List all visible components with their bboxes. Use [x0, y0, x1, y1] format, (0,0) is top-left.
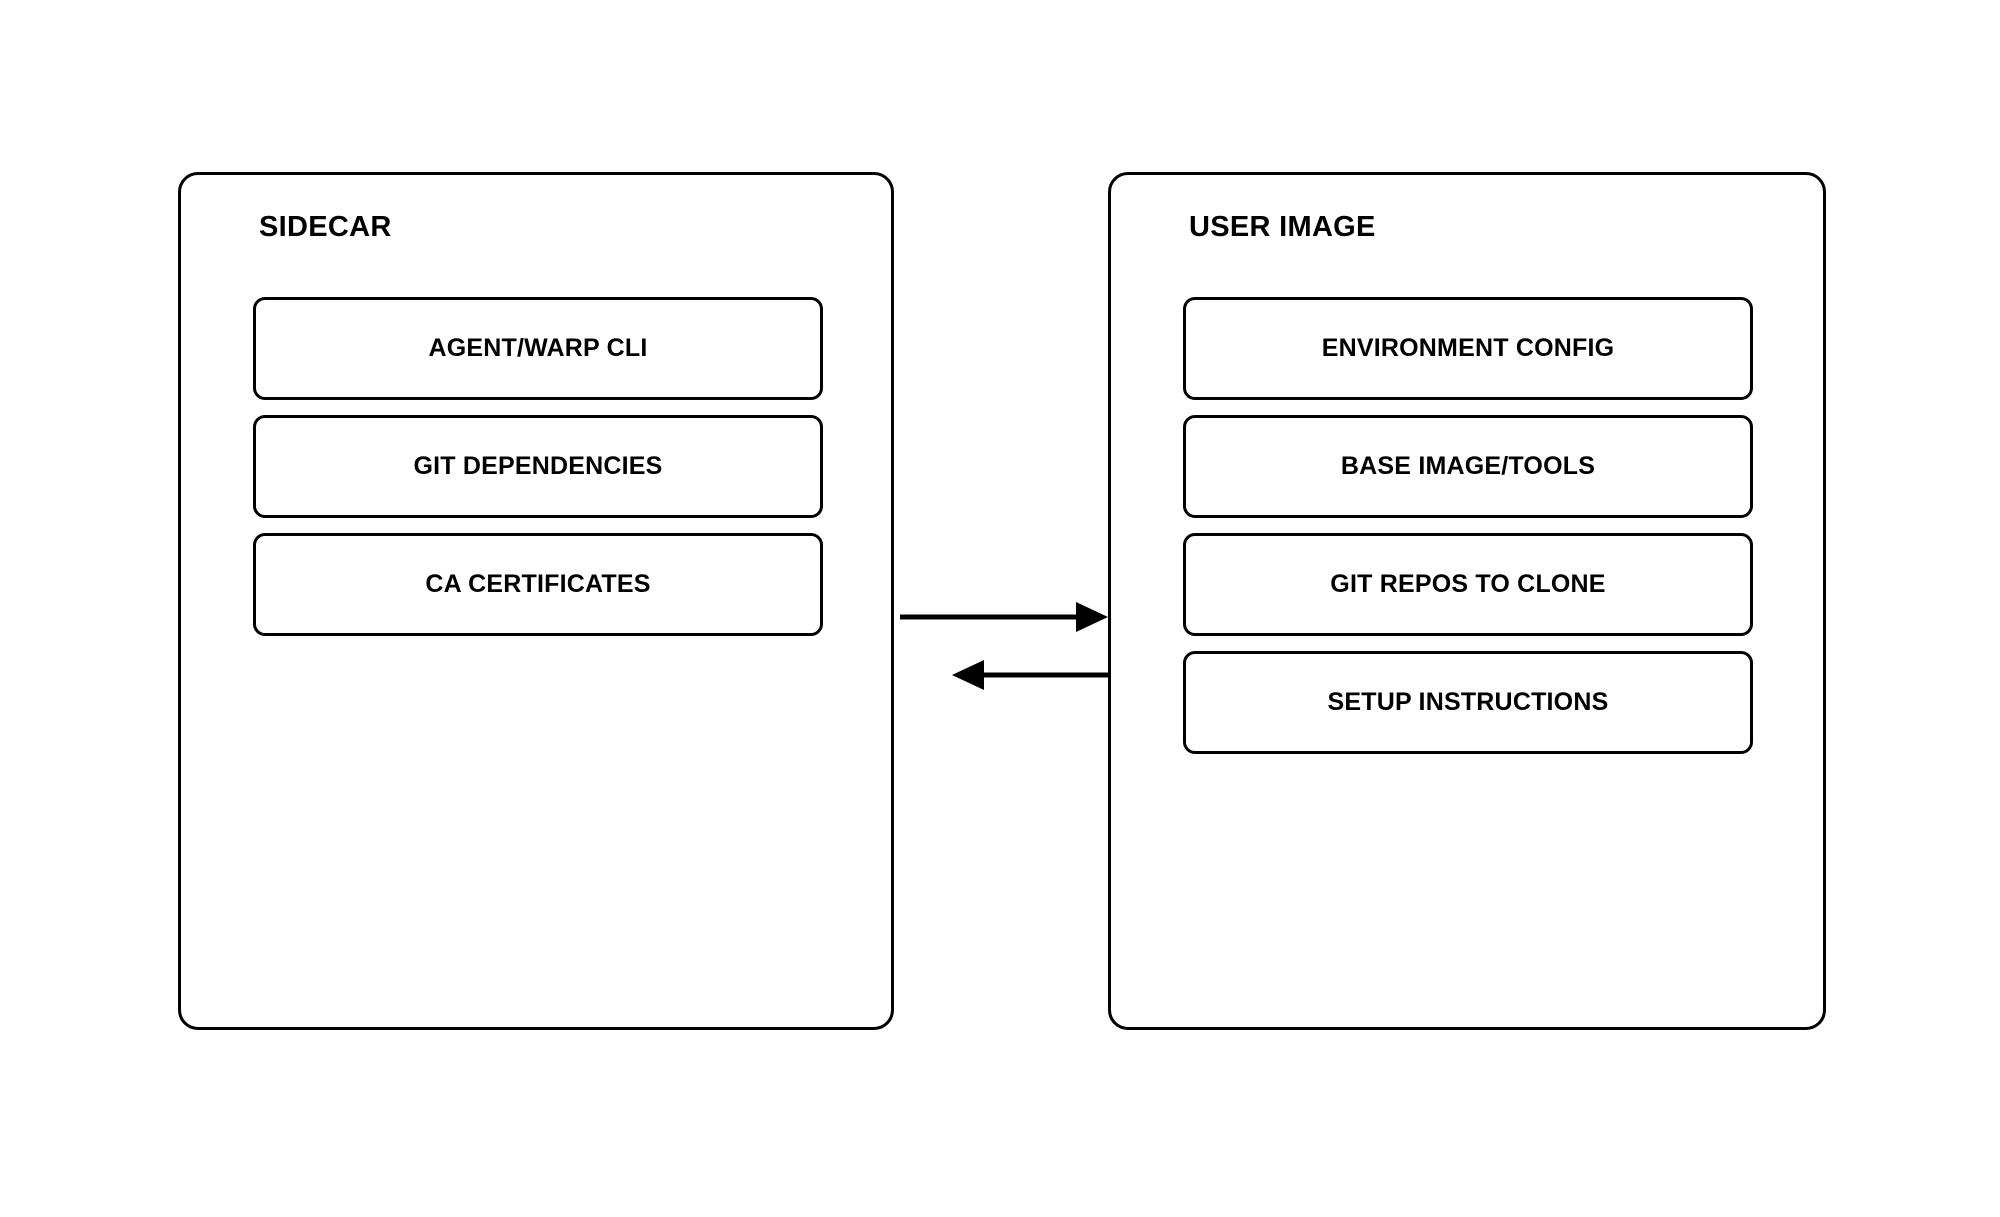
sidecar-box-git-dependencies-label: GIT DEPENDENCIES: [413, 452, 663, 480]
user-image-item-stack: ENVIRONMENT CONFIG BASE IMAGE/TOOLS GIT …: [1183, 297, 1753, 754]
user-image-box-base-image-tools[interactable]: BASE IMAGE/TOOLS: [1183, 415, 1753, 518]
sidecar-item-stack: AGENT/WARP CLI GIT DEPENDENCIES CA CERTI…: [253, 297, 823, 636]
arrow-right-icon: [900, 602, 1108, 632]
sidecar-box-git-dependencies[interactable]: GIT DEPENDENCIES: [253, 415, 823, 518]
user-image-box-git-repos-to-clone-label: GIT REPOS TO CLONE: [1330, 570, 1606, 598]
sidecar-box-ca-certificates[interactable]: CA CERTIFICATES: [253, 533, 823, 636]
sidecar-box-ca-certificates-label: CA CERTIFICATES: [425, 570, 651, 598]
user-image-box-setup-instructions-label: SETUP INSTRUCTIONS: [1327, 688, 1609, 716]
panel-sidecar-title: SIDECAR: [259, 211, 392, 243]
panel-user-image-title: USER IMAGE: [1189, 211, 1376, 243]
user-image-box-environment-config[interactable]: ENVIRONMENT CONFIG: [1183, 297, 1753, 400]
user-image-box-git-repos-to-clone[interactable]: GIT REPOS TO CLONE: [1183, 533, 1753, 636]
user-image-box-setup-instructions[interactable]: SETUP INSTRUCTIONS: [1183, 651, 1753, 754]
sidecar-box-agent-warp-cli-label: AGENT/WARP CLI: [428, 334, 648, 362]
panel-sidecar: SIDECAR AGENT/WARP CLI GIT DEPENDENCIES …: [178, 172, 894, 1030]
sidecar-box-agent-warp-cli[interactable]: AGENT/WARP CLI: [253, 297, 823, 400]
panel-user-image: USER IMAGE ENVIRONMENT CONFIG BASE IMAGE…: [1108, 172, 1826, 1030]
user-image-box-base-image-tools-label: BASE IMAGE/TOOLS: [1340, 452, 1596, 480]
connector-arrows-group: [900, 602, 1108, 690]
arrow-left-icon: [952, 660, 1108, 690]
user-image-box-environment-config-label: ENVIRONMENT CONFIG: [1321, 334, 1615, 362]
